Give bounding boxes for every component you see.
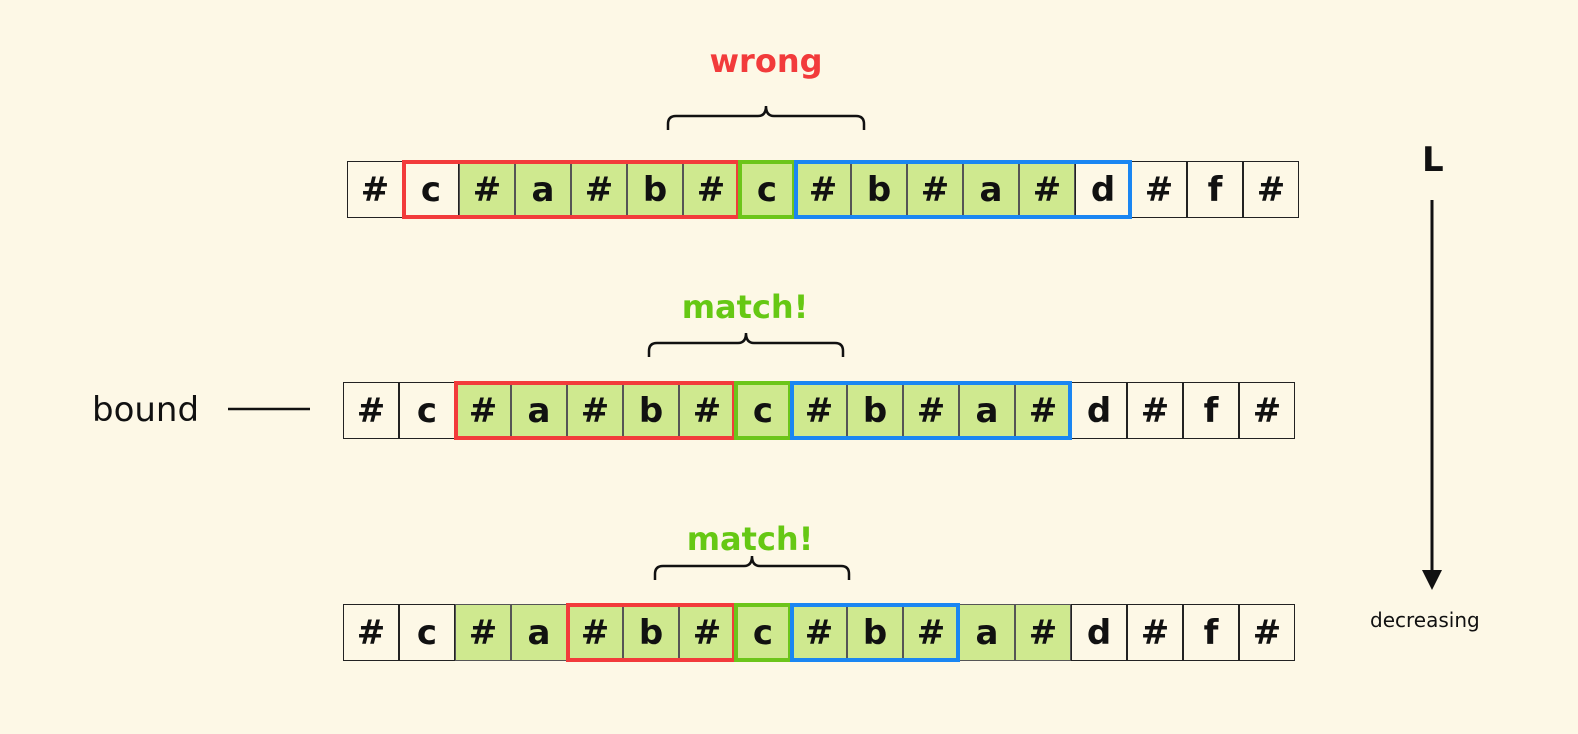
row-3-verdict-label: match! [686,520,814,558]
row-1-cell: # [347,161,403,218]
row-3-cell: d [1071,604,1127,661]
decreasing-label: decreasing [1370,608,1480,632]
row-1-verdict-label: wrong [709,42,823,80]
row-2-cell: b [847,382,903,439]
row-1-cell: # [1019,161,1075,218]
row-1-cell: c [739,161,795,218]
row-2-verdict-label: match! [681,288,809,326]
row-1-cell: # [795,161,851,218]
row-3-cell: # [679,604,735,661]
row-2-cell: c [399,382,455,439]
row-1-cell: # [683,161,739,218]
row-3-cell: f [1183,604,1239,661]
row-3-cell: a [959,604,1015,661]
row-3-cell: # [1015,604,1071,661]
row-1-cell: d [1075,161,1131,218]
row-3-cell: # [455,604,511,661]
row-1-cell: f [1187,161,1243,218]
length-symbol: L [1422,140,1444,180]
brace-row-2 [647,332,845,357]
row-2-cell: # [903,382,959,439]
row-2-cell: f [1183,382,1239,439]
row-2-cell: # [1127,382,1183,439]
row-3-cell: # [343,604,399,661]
row-2-cell: a [959,382,1015,439]
row-3-cell: b [623,604,679,661]
row-2-cell: # [679,382,735,439]
bound-label: bound [92,390,200,430]
row-3-cell: # [1127,604,1183,661]
brace-row-1 [666,105,866,130]
row-2-cell: # [1239,382,1295,439]
row-1-cell: # [907,161,963,218]
row-3-cell: c [399,604,455,661]
row-2-cell: # [343,382,399,439]
row-3-cell: # [567,604,623,661]
row-1-cell: # [1243,161,1299,218]
brace-row-3 [653,555,851,580]
row-3-cell: # [1239,604,1295,661]
row-1-cell: # [459,161,515,218]
row-2-cell: # [455,382,511,439]
row-2-cell: # [1015,382,1071,439]
row-1-cell: a [515,161,571,218]
row-2-cell: d [1071,382,1127,439]
row-3-cell: a [511,604,567,661]
arrow-head-icon [1422,570,1442,590]
row-2-cell: b [623,382,679,439]
